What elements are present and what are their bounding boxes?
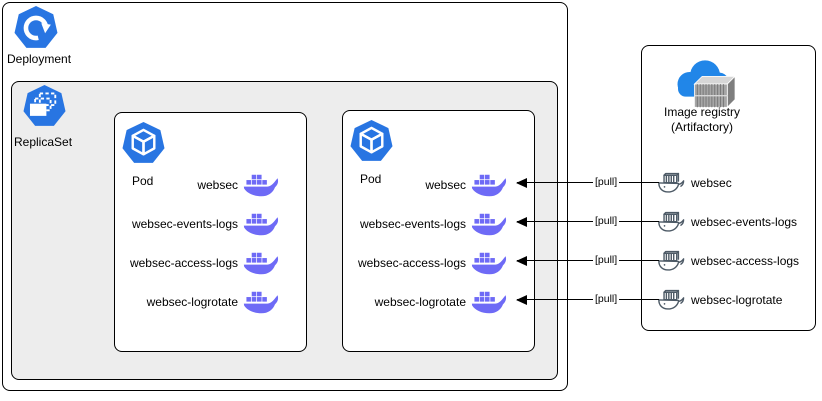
pull-arrow-label: [pull] [593,292,620,307]
container-label: websec-access-logs [129,256,238,270]
pull-arrow: [pull] [516,175,659,190]
container-label: websec [425,178,466,192]
container-label: websec [197,178,238,192]
container-row: websec-logrotate [147,288,280,316]
docker-container-icon [471,251,508,276]
docker-container-icon [243,173,280,198]
docker-container-icon [471,290,508,315]
image-row: websec-logrotate [657,285,782,315]
deployment-box: Deployment ReplicaSet Pod websec websec-… [2,2,568,391]
image-label: websec-events-logs [691,215,798,229]
arrowhead-left-icon [516,295,527,306]
pull-arrow-label: [pull] [593,175,620,190]
container-row: websec [425,171,508,199]
container-label: websec-logrotate [374,295,466,309]
container-label: websec-logrotate [146,295,238,309]
image-row: websec-events-logs [657,207,797,237]
docker-image-icon [657,210,688,235]
pod-1-box: Pod websec websec-events-logs websec-acc… [114,112,307,352]
arrowhead-left-icon [516,178,527,189]
container-row: websec-logrotate [375,288,508,316]
pull-arrow-label: [pull] [593,214,620,229]
docker-image-icon [657,249,688,274]
image-label: websec-logrotate [691,293,783,307]
image-registry-box: Image registry (Artifactory) websec webs… [641,45,816,331]
registry-title-line2: (Artifactory) [670,120,733,134]
docker-container-icon [243,251,280,276]
image-label: websec-access-logs [691,254,800,268]
pull-arrow: [pull] [516,253,659,268]
deployment-label: Deployment [7,52,72,66]
image-label: websec [691,176,732,190]
container-label: websec-events-logs [131,217,238,231]
container-label: websec-access-logs [357,256,466,270]
arrowhead-left-icon [516,217,527,228]
pod-2-box: Pod websec websec-events-logs websec-acc… [342,110,535,352]
docker-container-icon [243,290,280,315]
docker-container-icon [471,173,508,198]
docker-container-icon [243,212,280,237]
kubernetes-replicaset-icon [22,84,67,129]
pull-arrow-label: [pull] [593,253,620,268]
container-row: websec-events-logs [132,210,280,238]
arrowhead-left-icon [516,256,527,267]
docker-image-icon [657,171,688,196]
docker-image-icon [657,288,688,313]
docker-container-icon [471,212,508,237]
container-row: websec-events-logs [360,210,508,238]
kubernetes-pod-icon [349,119,394,164]
container-row: websec-access-logs [358,249,508,277]
image-row: websec [657,168,732,198]
registry-title-line1: Image registry [663,105,741,119]
container-row: websec [197,171,280,199]
pull-arrow: [pull] [516,292,659,307]
image-row: websec-access-logs [657,246,799,276]
container-row: websec-access-logs [130,249,280,277]
kubernetes-pod-icon [121,121,166,166]
registry-title: Image registry (Artifactory) [642,105,762,135]
pull-arrow: [pull] [516,214,659,229]
pod-2-label: Pod [360,172,382,186]
pod-1-label: Pod [132,174,154,188]
replicaset-label: ReplicaSet [14,135,73,149]
kubernetes-deployment-icon [13,5,59,51]
replicaset-box: ReplicaSet Pod websec websec-events-logs… [11,81,558,380]
container-label: websec-events-logs [359,217,466,231]
